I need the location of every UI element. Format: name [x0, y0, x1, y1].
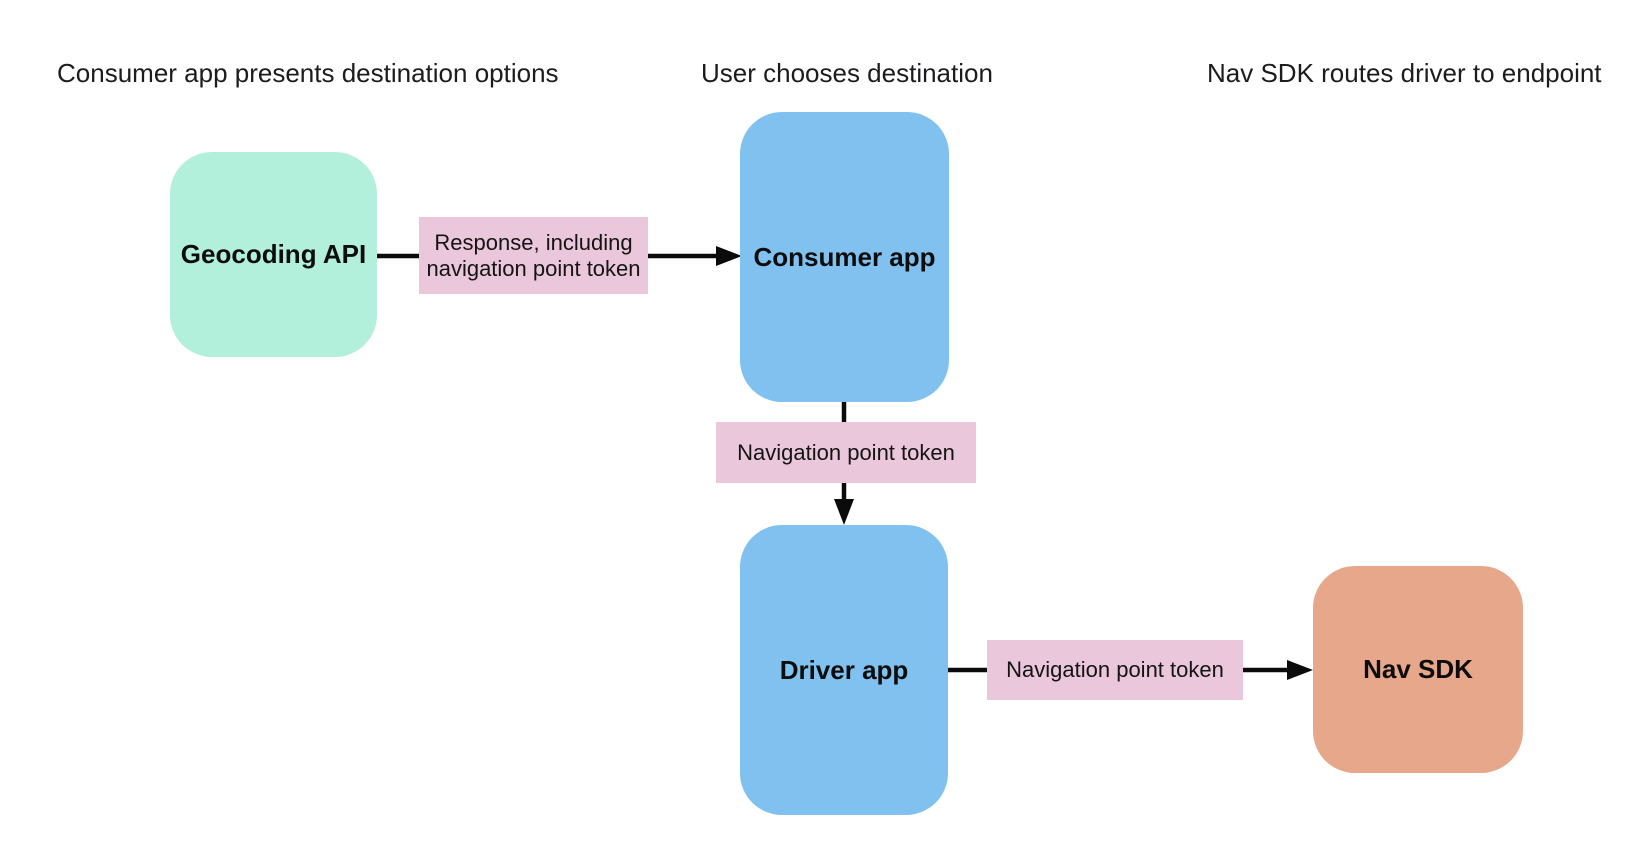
edge-label-text: Navigation point token — [737, 439, 955, 465]
edge-label-navigation-point-token-horizontal: Navigation point token — [987, 640, 1243, 700]
edge-label-text: Navigation point token — [1006, 657, 1224, 682]
node-driver-app-label: Driver app — [779, 654, 909, 685]
lane-title-nav-sdk-routes: Nav SDK routes driver to endpoint — [1207, 58, 1602, 88]
node-driver-app: Driver app — [740, 525, 948, 815]
node-consumer-app-label: Consumer app — [753, 241, 936, 272]
edge-label-response-including-token: Response, including navigation point tok… — [419, 217, 648, 294]
node-nav-sdk: Nav SDK — [1313, 566, 1523, 773]
edge-label-text: Response, including navigation point tok… — [426, 229, 641, 281]
node-geocoding-api: Geocoding API — [170, 152, 377, 357]
lane-title-user-chooses: User chooses destination — [701, 58, 993, 88]
lane-title-consumer-presents: Consumer app presents destination option… — [57, 58, 559, 88]
node-nav-sdk-label: Nav SDK — [1363, 654, 1473, 684]
node-geocoding-api-label: Geocoding API — [180, 239, 367, 269]
edge-label-navigation-point-token-vertical: Navigation point token — [716, 422, 976, 483]
node-consumer-app: Consumer app — [740, 112, 949, 402]
